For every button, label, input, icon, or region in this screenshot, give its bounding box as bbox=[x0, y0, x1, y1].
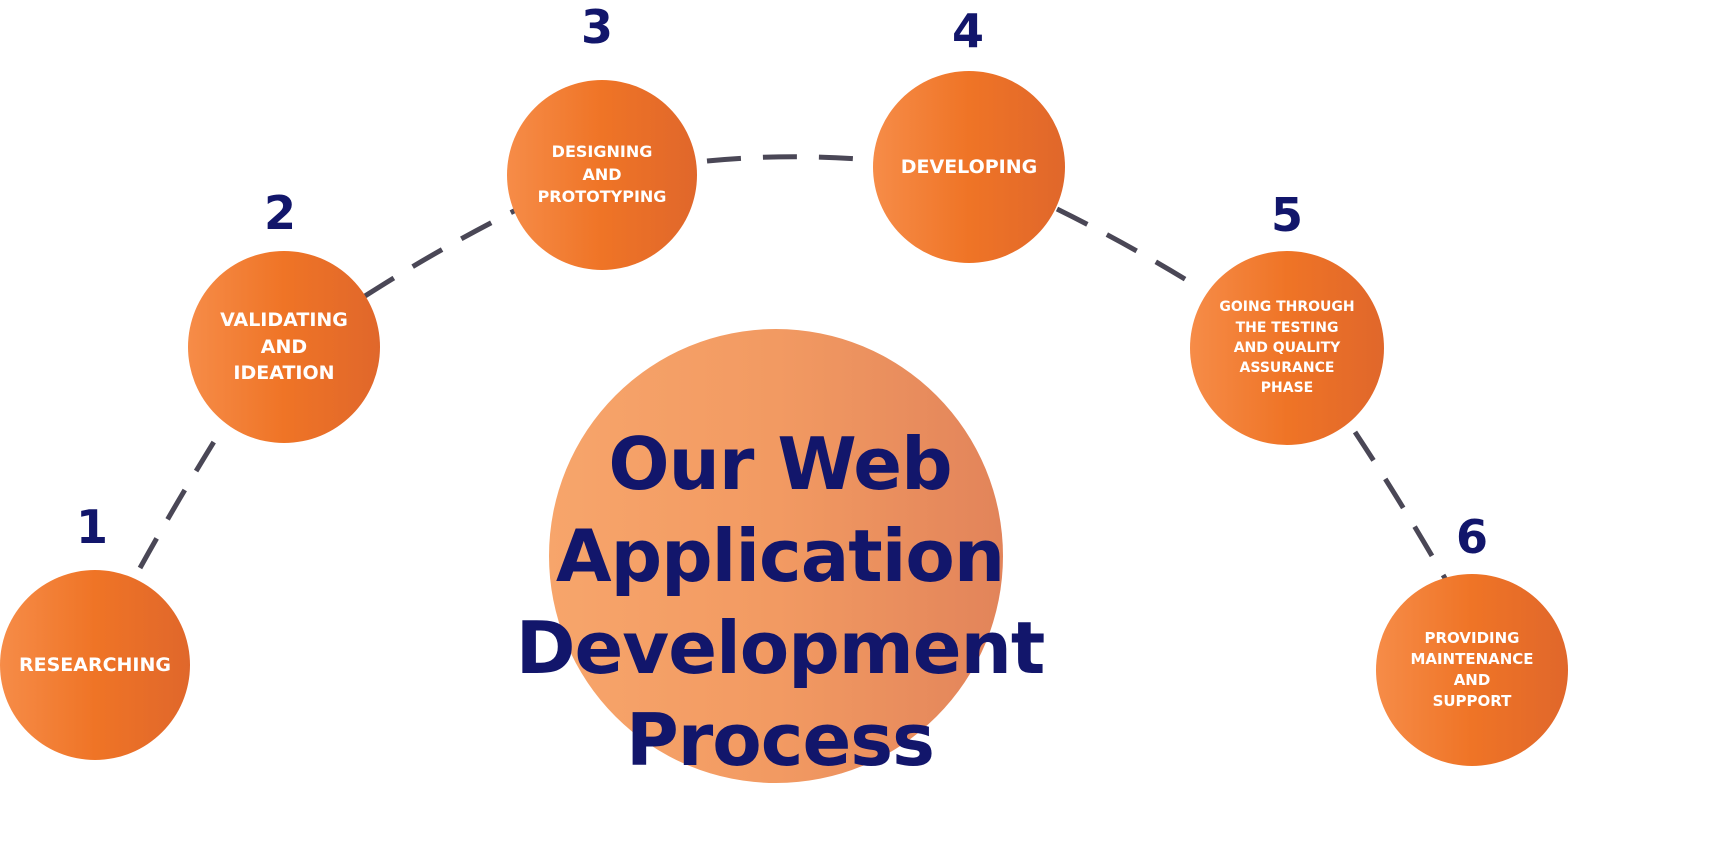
connector-4-5 bbox=[1055, 206, 1200, 290]
step-3-number: 3 bbox=[580, 0, 614, 54]
step-4-label: DEVELOPING bbox=[900, 155, 1038, 178]
step-1-number: 1 bbox=[75, 500, 109, 554]
step-6-circle: PROVIDING MAINTENANCE AND SUPPORT bbox=[1376, 574, 1568, 766]
step-2-circle: VALIDATING AND IDEATION bbox=[188, 251, 380, 443]
connector-5-6 bbox=[1352, 430, 1449, 582]
connector-1-2 bbox=[137, 438, 218, 570]
diagram-title: Our Web Application Development Process bbox=[515, 422, 1046, 782]
step-1-label: RESEARCHING bbox=[18, 653, 172, 676]
step-3-circle: DESIGNING AND PROTOTYPING bbox=[507, 80, 697, 270]
connector-2-3 bbox=[363, 205, 522, 299]
step-6-label: PROVIDING MAINTENANCE AND SUPPORT bbox=[1410, 629, 1534, 710]
step-4-number: 4 bbox=[951, 4, 985, 58]
step-2-number: 2 bbox=[263, 186, 297, 240]
step-4-circle: DEVELOPING bbox=[873, 71, 1065, 263]
step-6-number: 6 bbox=[1455, 510, 1489, 564]
step-2-label: VALIDATING AND IDEATION bbox=[220, 309, 348, 385]
center-circle bbox=[549, 329, 1003, 783]
connector-3-4 bbox=[706, 154, 871, 164]
step-1-circle: RESEARCHING bbox=[0, 570, 190, 760]
step-3-label: DESIGNING AND PROTOTYPING bbox=[537, 142, 667, 207]
step-5-label: GOING THROUGH THE TESTING AND QUALITY AS… bbox=[1219, 299, 1355, 397]
step-5-circle: GOING THROUGH THE TESTING AND QUALITY AS… bbox=[1190, 251, 1384, 445]
step-5-number: 5 bbox=[1270, 188, 1304, 242]
